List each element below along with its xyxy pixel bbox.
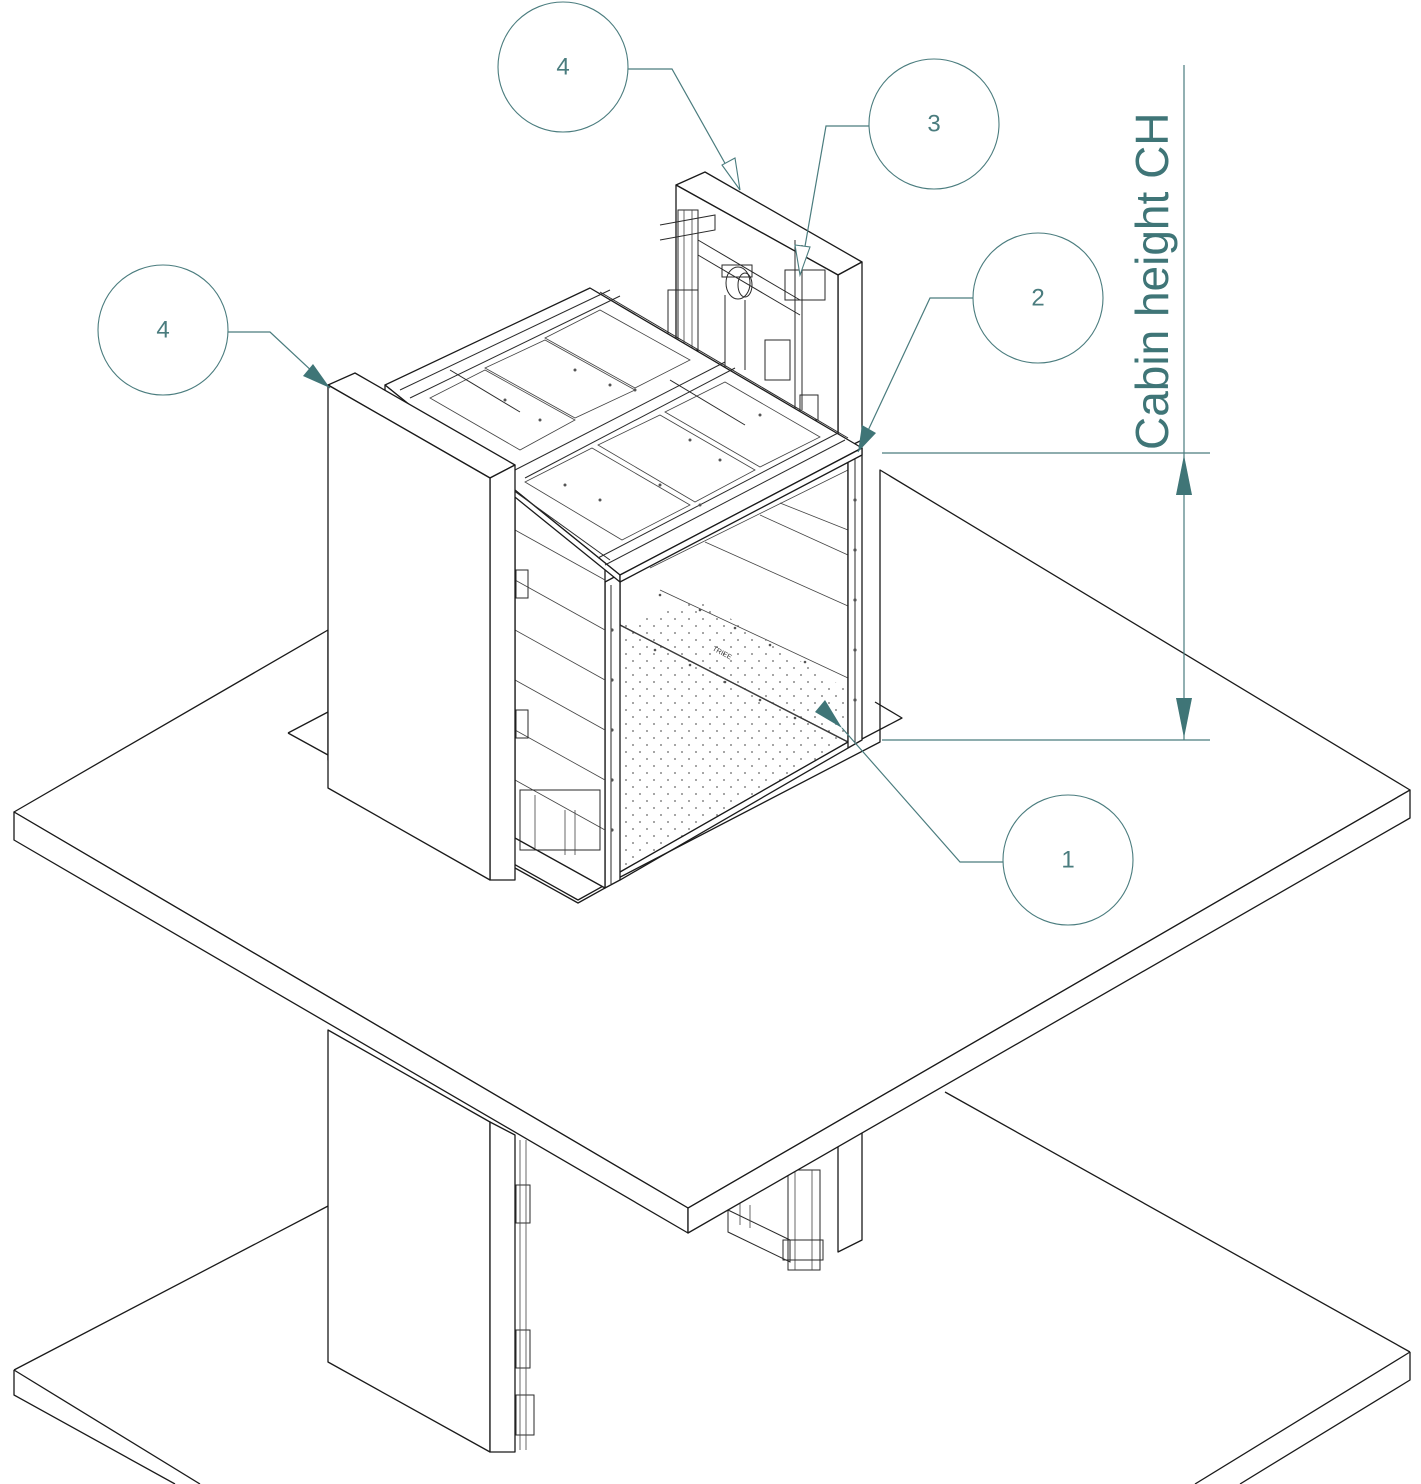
dim-arrow-bottom bbox=[1176, 698, 1192, 738]
lower-wall-column bbox=[327, 1029, 535, 1453]
dimension-cabin-height: Cabin height CH bbox=[882, 65, 1210, 741]
callout-1-label: 1 bbox=[1061, 847, 1074, 874]
callout-1: 1 bbox=[1002, 794, 1134, 926]
dimension-label: Cabin height CH bbox=[1126, 112, 1178, 450]
upper-floor-slab bbox=[13, 469, 1411, 1234]
callout-3-label: 3 bbox=[927, 111, 940, 138]
callout-4-top: 4 bbox=[497, 1, 629, 133]
front-wall-column bbox=[327, 372, 516, 881]
callout-3: 3 bbox=[868, 58, 1000, 190]
lower-floor-slab bbox=[13, 1091, 1411, 1484]
callout-4-top-label: 4 bbox=[556, 54, 569, 81]
callout-2: 2 bbox=[972, 232, 1104, 364]
callout-4-left: 4 bbox=[97, 264, 229, 396]
callout-2-label: 2 bbox=[1031, 285, 1044, 312]
callout-leaders bbox=[227, 68, 1004, 863]
dim-arrow-top bbox=[1176, 455, 1192, 495]
back-wall-column bbox=[659, 171, 863, 453]
callout-4-left-label: 4 bbox=[156, 317, 169, 344]
lower-back-wall bbox=[727, 1127, 863, 1271]
